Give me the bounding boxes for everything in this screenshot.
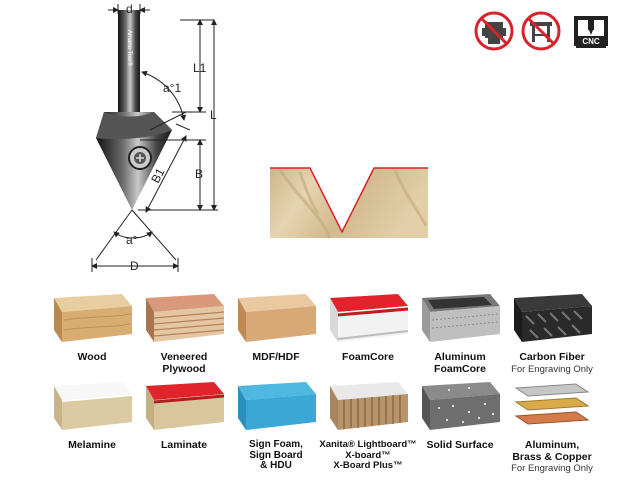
alufoam-swatch (422, 294, 500, 342)
material-label: Sign Foam, Sign Board & HDU (249, 439, 303, 471)
material-label: MDF/HDF (252, 351, 300, 363)
material-foamcore: FoamCore (324, 290, 412, 382)
material-note: For Engraving Only (511, 363, 593, 375)
solid-swatch (422, 382, 500, 430)
foamcore-swatch (330, 294, 409, 342)
melamine-swatch (54, 382, 133, 430)
material-label: Aluminum FoamCore (434, 351, 486, 375)
material-label: Laminate (160, 439, 208, 451)
material-label: Xanita® Lightboard™ X-board™ X-Board Plu… (319, 439, 417, 471)
material-wood: Wood (48, 290, 136, 382)
dim-l-label: L (210, 108, 217, 122)
dim-a-label: a° (126, 233, 138, 247)
metals-swatch (514, 383, 590, 425)
dim-D-label: D (130, 259, 139, 273)
material-label: Melamine (68, 439, 116, 451)
no-router-table-icon (521, 11, 561, 51)
dim-a1-label: a°1 (163, 81, 181, 95)
cnc-icon: CNC (570, 10, 612, 52)
xanita-swatch (330, 382, 408, 430)
material-label: Carbon Fiber (519, 351, 585, 363)
mdf-swatch (238, 294, 316, 342)
v-groove-sample (270, 167, 428, 239)
material-aluminum-foamcore: Aluminum FoamCore (416, 290, 504, 382)
material-label: Wood (77, 351, 107, 363)
dim-b1-label: B1 (148, 166, 167, 186)
material-label: FoamCore (342, 351, 394, 363)
material-veneered-plywood: Veneered Plywood (140, 290, 228, 382)
no-hand-router-icon (474, 11, 514, 51)
shank-brand-text: Amana Tool® (126, 30, 133, 67)
router-bit-diagram: Amana Tool® d L1 L B B1 a°1 a° D (91, 2, 428, 273)
material-melamine: Melamine (48, 378, 136, 470)
material-sign-foam: Sign Foam, Sign Board & HDU (232, 378, 320, 471)
material-label: Solid Surface (426, 439, 494, 451)
material-mdf-hdf: MDF/HDF (232, 290, 320, 382)
wood-swatch (54, 294, 132, 342)
material-note: For Engraving Only (511, 463, 593, 474)
material-laminate: Laminate (140, 378, 228, 470)
dim-b-label: B (195, 167, 203, 181)
carbon-swatch (514, 294, 592, 342)
material-label: Veneered Plywood (160, 351, 208, 375)
material-label: Aluminum, Brass & Copper (512, 439, 592, 463)
dim-d-label: d (126, 2, 133, 16)
material-solid-surface: Solid Surface (416, 378, 504, 470)
plywood-swatch (146, 294, 225, 342)
material-xanita: Xanita® Lightboard™ X-board™ X-Board Plu… (319, 378, 417, 471)
dim-l1-label: L1 (193, 61, 207, 75)
cnc-label: CNC (582, 37, 600, 46)
bit-shank (118, 10, 140, 115)
laminate-swatch (146, 382, 225, 430)
signfoam-swatch (238, 382, 316, 430)
